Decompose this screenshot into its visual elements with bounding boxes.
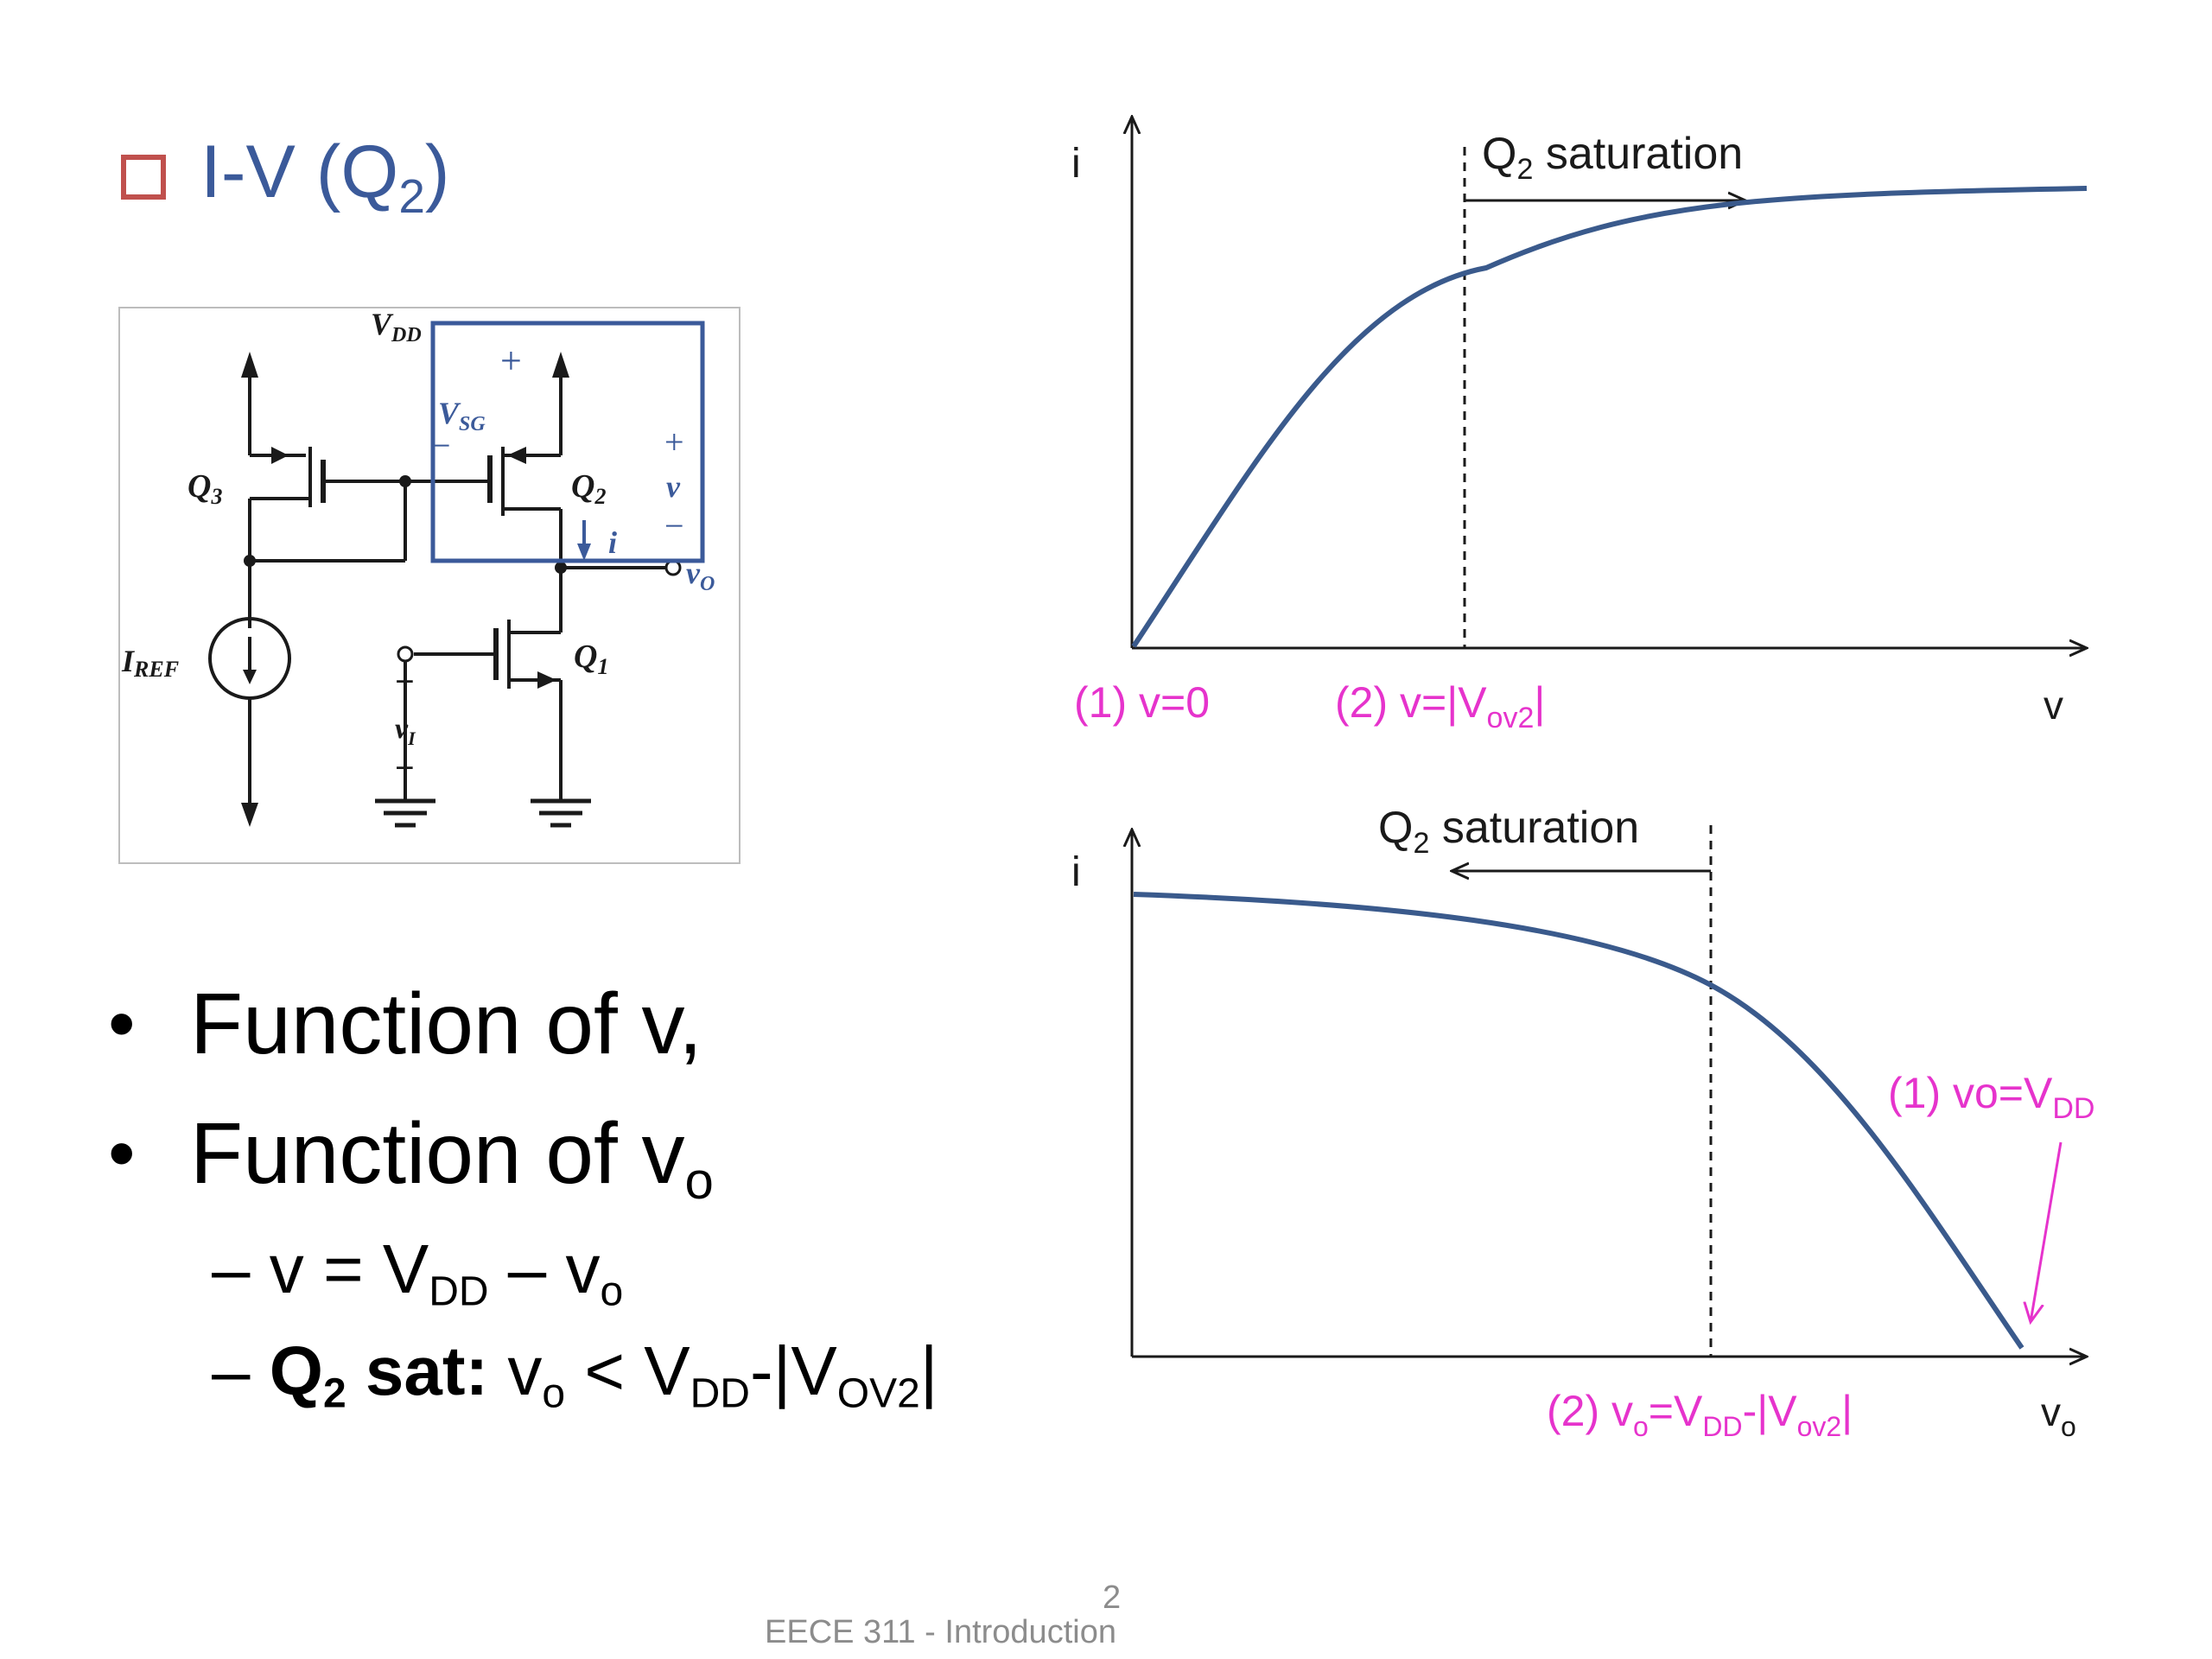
svg-text:−: − [431, 426, 451, 465]
plot-2: i vo Q2 saturation (1) vo=VDD (2) vo=VDD… [1071, 803, 2094, 1442]
sub-bullet-2: – Q2 sat: vo < VDD-|VOV2| [212, 1332, 938, 1417]
plot1-sat-label: Q2 saturation [1482, 129, 1743, 186]
plot1-curve [1131, 186, 2088, 648]
svg-text:Q2: Q2 [571, 468, 606, 509]
svg-text:v: v [666, 469, 681, 504]
svg-text:Q3: Q3 [188, 468, 222, 509]
svg-text:vO: vO [686, 556, 715, 595]
plot2-mark1-arrow [2031, 1141, 2063, 1322]
svg-text:+: + [395, 662, 415, 701]
plot2-y-label: i [1071, 849, 1081, 895]
page-number: 2 [1103, 1580, 1122, 1616]
slide-title: I-V (Q2) [121, 130, 450, 225]
plot2-x-label: vo [2041, 1389, 2076, 1442]
svg-text:+: + [500, 340, 522, 382]
title-text: I-V (Q2) [200, 130, 450, 223]
svg-text:vI: vI [395, 713, 416, 749]
footer-course: EECE 311 - Introduction [765, 1614, 1116, 1650]
title-checkbox-icon [121, 155, 166, 200]
svg-text:VSG: VSG [438, 396, 486, 435]
plot-1: i v Q2 saturation (1) v=0 (2) v=|Vov2| [1071, 117, 2087, 734]
plot1-x-label: v [2044, 683, 2063, 728]
plot1-mark-1: (1) v=0 [1074, 678, 1210, 727]
plot1-mark-2: (2) v=|Vov2| [1335, 678, 1545, 734]
svg-text:−: − [664, 506, 684, 545]
plot2-curve [1133, 892, 2024, 1350]
svg-text:Q1: Q1 [574, 639, 608, 679]
plot1-y-label: i [1071, 141, 1081, 187]
q2-highlight-box [430, 321, 705, 563]
bullet-2: •Function of vo [108, 1105, 714, 1210]
circuit-diagram: VDD VSG + − + v − i vO Q2 Q3 Q1 IREF + v… [118, 307, 741, 864]
svg-text:+: + [664, 423, 684, 461]
svg-text:VDD: VDD [371, 308, 422, 346]
sub-bullet-1: – v = VDD – vo [212, 1230, 624, 1315]
bullet-1: •Function of v, [108, 976, 702, 1072]
plot2-mark-2: (2) vo=VDD-|Vov2| [1547, 1387, 1853, 1442]
plot2-mark-1: (1) vo=VDD [1888, 1069, 2094, 1125]
svg-text:i: i [608, 525, 617, 560]
plot2-sat-label: Q2 saturation [1378, 803, 1639, 860]
bullet-list: •Function of v, •Function of vo – v = VD… [104, 959, 938, 1422]
svg-text:IREF: IREF [121, 644, 179, 682]
svg-text:−: − [395, 748, 415, 787]
